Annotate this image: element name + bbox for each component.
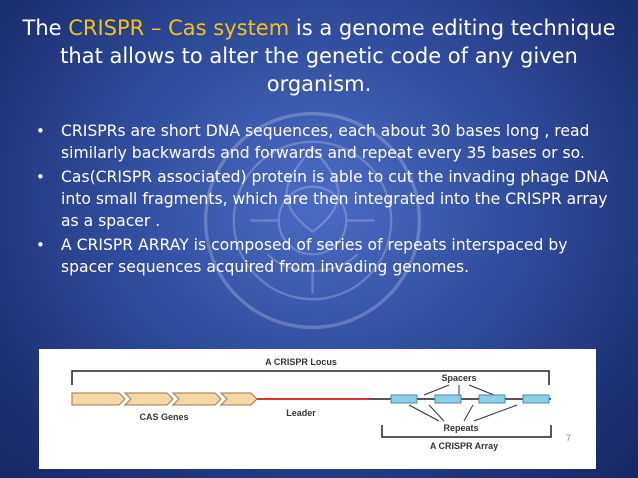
title-highlight: CRISPR – Cas system	[68, 16, 290, 40]
crispr-locus-figure: A CRISPR Locus Spacers CAS Genes Leader	[39, 349, 596, 469]
array-label: A CRISPR Array	[430, 441, 498, 451]
page-mark: 7	[566, 433, 571, 443]
spacer-2	[434, 394, 462, 404]
cas-genes-label: CAS Genes	[139, 412, 188, 422]
leader-label: Leader	[286, 408, 316, 418]
cas-gene-4	[219, 392, 258, 406]
title-suffix: is a genome editing technique that allow…	[60, 16, 616, 96]
locus-label: A CRISPR Locus	[265, 357, 337, 367]
array-bracket	[381, 425, 552, 438]
university-seal-watermark	[203, 111, 422, 330]
crispr-locus-diagram: A CRISPR Locus Spacers CAS Genes Leader	[71, 357, 571, 451]
spacer-4	[522, 394, 550, 404]
bullet-icon: •	[36, 236, 45, 254]
spacer-3	[478, 394, 506, 404]
bullet-icon: •	[36, 122, 45, 140]
bullet-list: • CRISPRs are short DNA sequences, each …	[36, 120, 610, 280]
cas-gene-2	[123, 392, 174, 406]
spacers	[390, 394, 550, 404]
bullet-item: • CRISPRs are short DNA sequences, each …	[36, 120, 610, 164]
bullet-item: • Cas(CRISPR associated) protein is able…	[36, 166, 610, 232]
bullet-text: CRISPRs are short DNA sequences, each ab…	[61, 122, 590, 162]
cas-gene-1	[71, 392, 126, 406]
bullet-text: Cas(CRISPR associated) protein is able t…	[61, 168, 609, 230]
repeat-arrows	[408, 404, 518, 422]
spacer-arrows	[423, 384, 495, 396]
bullet-text: A CRISPR ARRAY is composed of series of …	[61, 236, 568, 276]
locus-bracket	[71, 370, 550, 385]
bullet-icon: •	[36, 168, 45, 186]
bullet-item: • A CRISPR ARRAY is composed of series o…	[36, 234, 610, 278]
spacers-label: Spacers	[441, 373, 476, 383]
title-prefix: The	[22, 16, 69, 40]
spacer-1	[390, 394, 418, 404]
slide-title: The CRISPR – Cas system is a genome edit…	[20, 14, 618, 98]
cas-genes	[71, 392, 258, 406]
repeats-label: Repeats	[443, 423, 478, 433]
cas-gene-3	[171, 392, 222, 406]
